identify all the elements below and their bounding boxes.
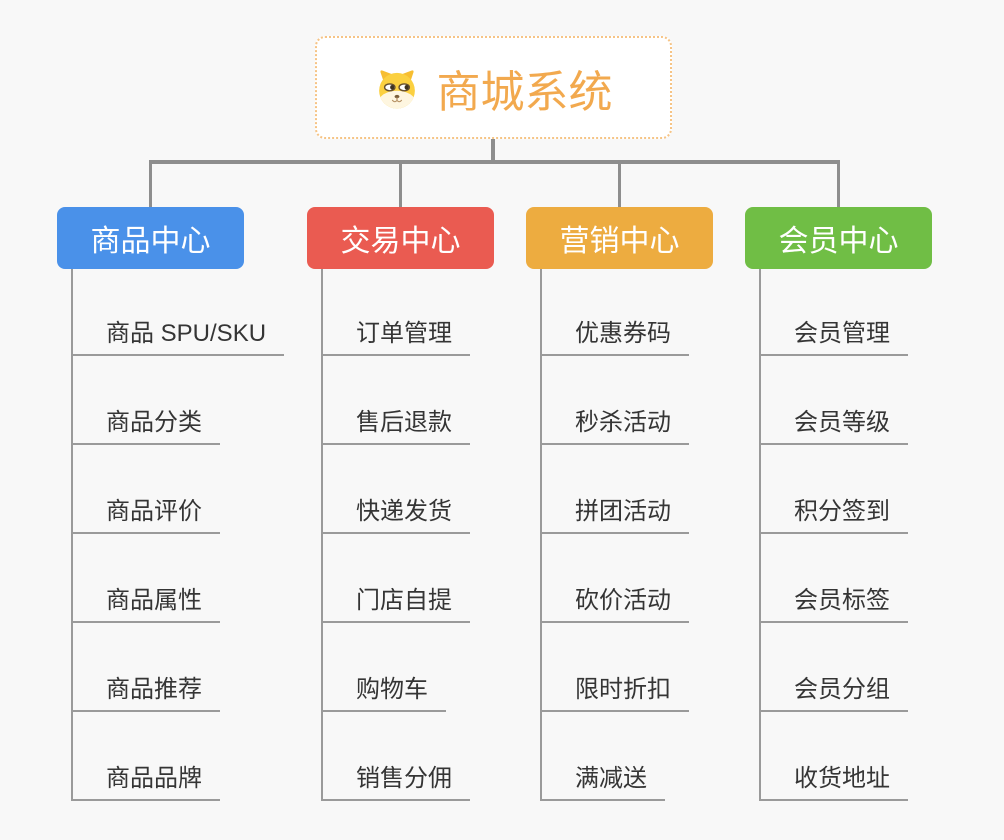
root-title: 商城系统	[436, 67, 613, 117]
root-node[interactable]: 商城系统	[315, 36, 672, 139]
connector-drop	[618, 160, 621, 207]
branch-trunk-line	[759, 269, 761, 799]
dog-face-icon	[375, 66, 419, 110]
branch-node-marketing-center[interactable]: 营销中心	[526, 207, 713, 269]
leaf-node[interactable]: 门店自提	[321, 587, 470, 623]
leaf-node[interactable]: 积分签到	[759, 498, 908, 534]
branch-node-trade-center[interactable]: 交易中心	[307, 207, 494, 269]
leaf-node[interactable]: 商品评价	[71, 498, 220, 534]
leaf-node[interactable]: 拼团活动	[540, 498, 689, 534]
leaf-node[interactable]: 商品属性	[71, 587, 220, 623]
connector-root-riser	[491, 139, 495, 163]
leaf-node[interactable]: 快递发货	[321, 498, 470, 534]
leaf-node[interactable]: 商品品牌	[71, 765, 220, 801]
branch-node-member-center[interactable]: 会员中心	[745, 207, 932, 269]
leaf-node[interactable]: 会员管理	[759, 320, 908, 356]
branch-trunk-line	[540, 269, 542, 799]
branch-label: 商品中心	[90, 225, 211, 258]
connector-bus	[149, 160, 840, 164]
branch-label: 营销中心	[559, 225, 680, 258]
leaf-node[interactable]: 收货地址	[759, 765, 908, 801]
leaf-node[interactable]: 会员等级	[759, 409, 908, 445]
leaf-node[interactable]: 会员标签	[759, 587, 908, 623]
branch-trunk-line	[321, 269, 323, 799]
leaf-node[interactable]: 商品 SPU/SKU	[71, 320, 285, 356]
leaf-node[interactable]: 购物车	[321, 676, 446, 712]
leaf-node[interactable]: 秒杀活动	[540, 409, 689, 445]
leaf-node[interactable]: 限时折扣	[540, 676, 689, 712]
connector-drop	[149, 160, 152, 207]
leaf-node[interactable]: 售后退款	[321, 409, 470, 445]
leaf-node[interactable]: 销售分佣	[321, 765, 470, 801]
leaf-node[interactable]: 满减送	[540, 765, 665, 801]
leaf-node[interactable]: 会员分组	[759, 676, 908, 712]
connector-drop	[837, 160, 840, 207]
branch-node-product-center[interactable]: 商品中心	[57, 207, 244, 269]
leaf-node[interactable]: 优惠券码	[540, 320, 689, 356]
leaf-node[interactable]: 砍价活动	[540, 587, 689, 623]
branch-trunk-line	[71, 269, 73, 799]
leaf-node[interactable]: 订单管理	[321, 320, 470, 356]
branch-label: 交易中心	[340, 225, 461, 258]
connector-drop	[399, 160, 402, 207]
leaf-node[interactable]: 商品推荐	[71, 676, 220, 712]
leaf-node[interactable]: 商品分类	[71, 409, 220, 445]
branch-label: 会员中心	[778, 225, 899, 258]
